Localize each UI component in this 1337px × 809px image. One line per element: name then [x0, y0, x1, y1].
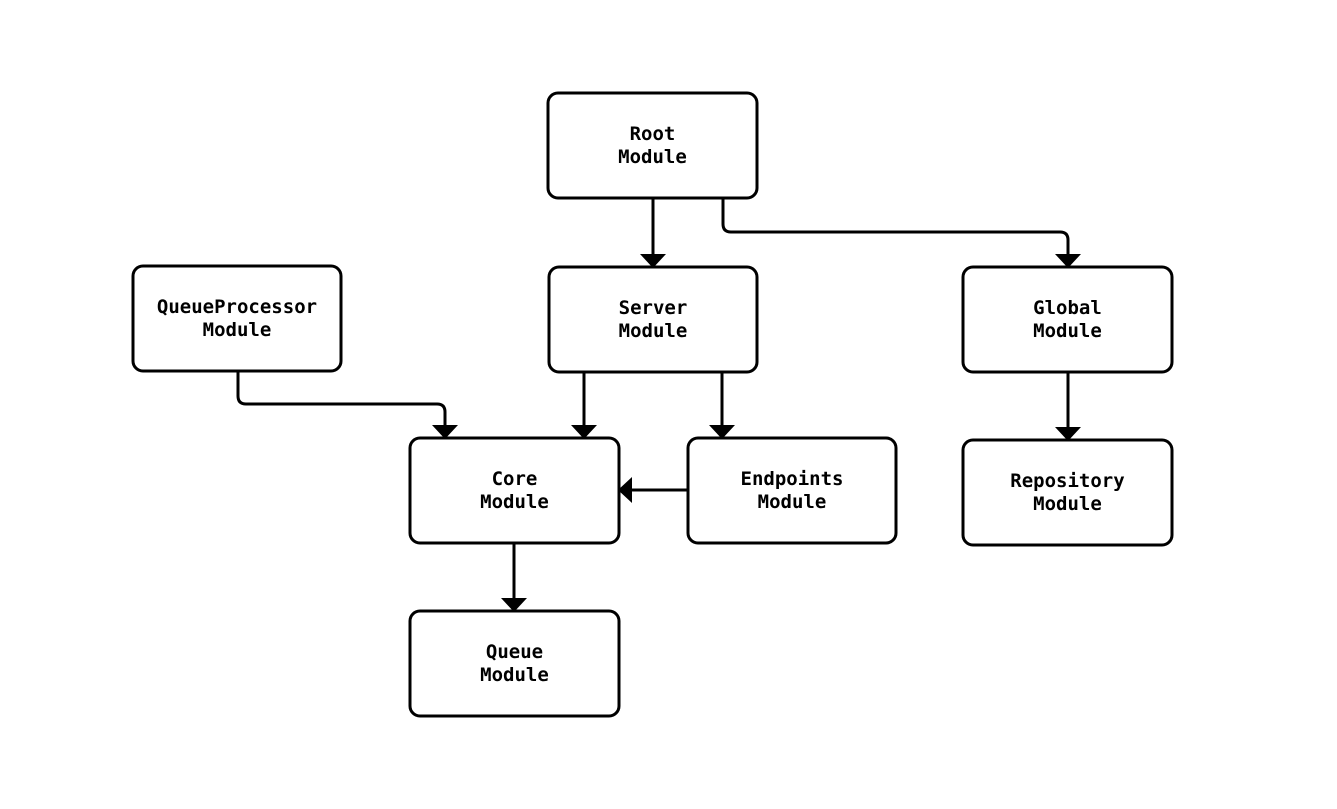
node-box-core-module — [408, 436, 621, 545]
edge-queueprocessor-module-to-core-module — [236, 371, 458, 439]
node-box-global-module — [961, 265, 1174, 374]
node-box-root-module — [546, 91, 759, 200]
node-label-root-module-line2: Module — [618, 146, 687, 168]
node-label-global-module-line1: Global — [1033, 297, 1102, 319]
node-box-server-module — [547, 265, 759, 374]
node-label-queueprocessor-module-line1: QueueProcessor — [157, 296, 317, 318]
node-label-server-module-line2: Module — [619, 320, 688, 342]
node-label-repository-module-line2: Module — [1033, 493, 1102, 515]
node-label-repository-module-line1: Repository — [1010, 470, 1124, 492]
node-label-endpoints-module-line2: Module — [758, 491, 827, 513]
node-box-queue-module — [408, 609, 621, 718]
node-box-repository-module — [961, 438, 1174, 547]
node-box-endpoints-module — [686, 436, 898, 545]
edge-root-module-to-global-module — [721, 198, 1081, 268]
node-box-queueprocessor-module — [131, 264, 343, 373]
node-label-queueprocessor-module-line2: Module — [203, 319, 272, 341]
nodes-layer: RootModuleQueueProcessorModuleServerModu… — [131, 91, 1174, 718]
node-label-global-module-line2: Module — [1033, 320, 1102, 342]
node-label-root-module-line1: Root — [630, 123, 676, 145]
node-label-core-module-line1: Core — [492, 468, 538, 490]
node-label-queue-module-line1: Queue — [486, 641, 543, 663]
node-label-queue-module-line2: Module — [480, 664, 549, 686]
edges-layer — [236, 198, 1081, 612]
node-label-endpoints-module-line1: Endpoints — [741, 468, 844, 490]
node-label-server-module-line1: Server — [619, 297, 688, 319]
node-label-core-module-line2: Module — [480, 491, 549, 513]
